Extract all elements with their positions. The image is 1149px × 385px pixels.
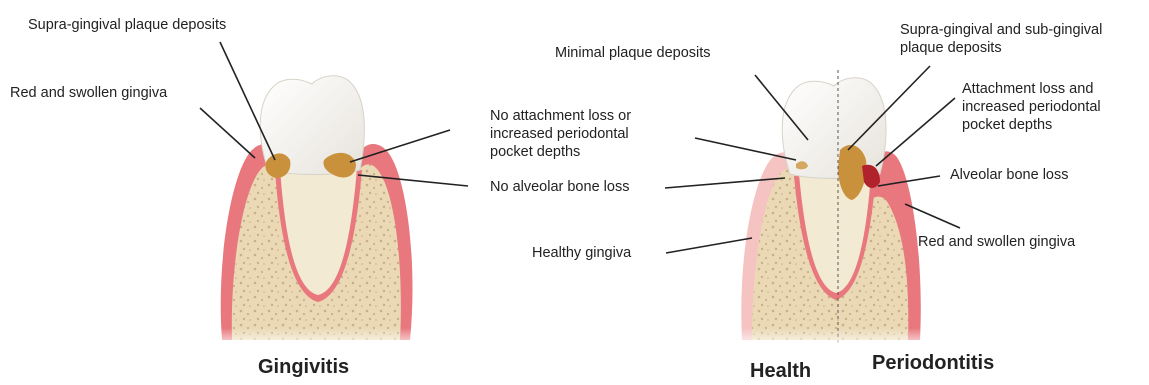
label-supra-gingival-plaque: Supra-gingival plaque deposits xyxy=(28,16,226,34)
label-supra-sub-gingival-plaque: Supra-gingival and sub-gingival plaque d… xyxy=(900,21,1102,57)
label-attachment-loss: Attachment loss and increased periodonta… xyxy=(962,80,1101,134)
title-periodontitis: Periodontitis xyxy=(872,352,994,375)
label-line: No attachment loss or xyxy=(490,107,631,125)
label-alveolar-bone-loss: Alveolar bone loss xyxy=(950,166,1069,184)
label-red-swollen-gingiva-left: Red and swollen gingiva xyxy=(10,84,167,102)
label-no-alveolar-bone-loss: No alveolar bone loss xyxy=(490,178,629,196)
title-health: Health xyxy=(750,360,811,383)
label-line: increased periodontal xyxy=(490,125,631,143)
label-line: Supra-gingival and sub-gingival xyxy=(900,21,1102,39)
label-line: Attachment loss and xyxy=(962,80,1101,98)
label-line: pocket depths xyxy=(962,116,1101,134)
gingivitis-illustration xyxy=(200,76,440,350)
label-line: pocket depths xyxy=(490,143,631,161)
title-gingivitis: Gingivitis xyxy=(258,356,349,379)
label-line: plaque deposits xyxy=(900,39,1102,57)
label-line: increased periodontal xyxy=(962,98,1101,116)
label-minimal-plaque: Minimal plaque deposits xyxy=(555,44,711,62)
label-red-swollen-gingiva-right: Red and swollen gingiva xyxy=(918,233,1075,251)
health-periodontitis-illustration xyxy=(720,70,940,350)
label-no-attachment-loss: No attachment loss or increased periodon… xyxy=(490,107,631,161)
label-healthy-gingiva: Healthy gingiva xyxy=(532,244,631,262)
